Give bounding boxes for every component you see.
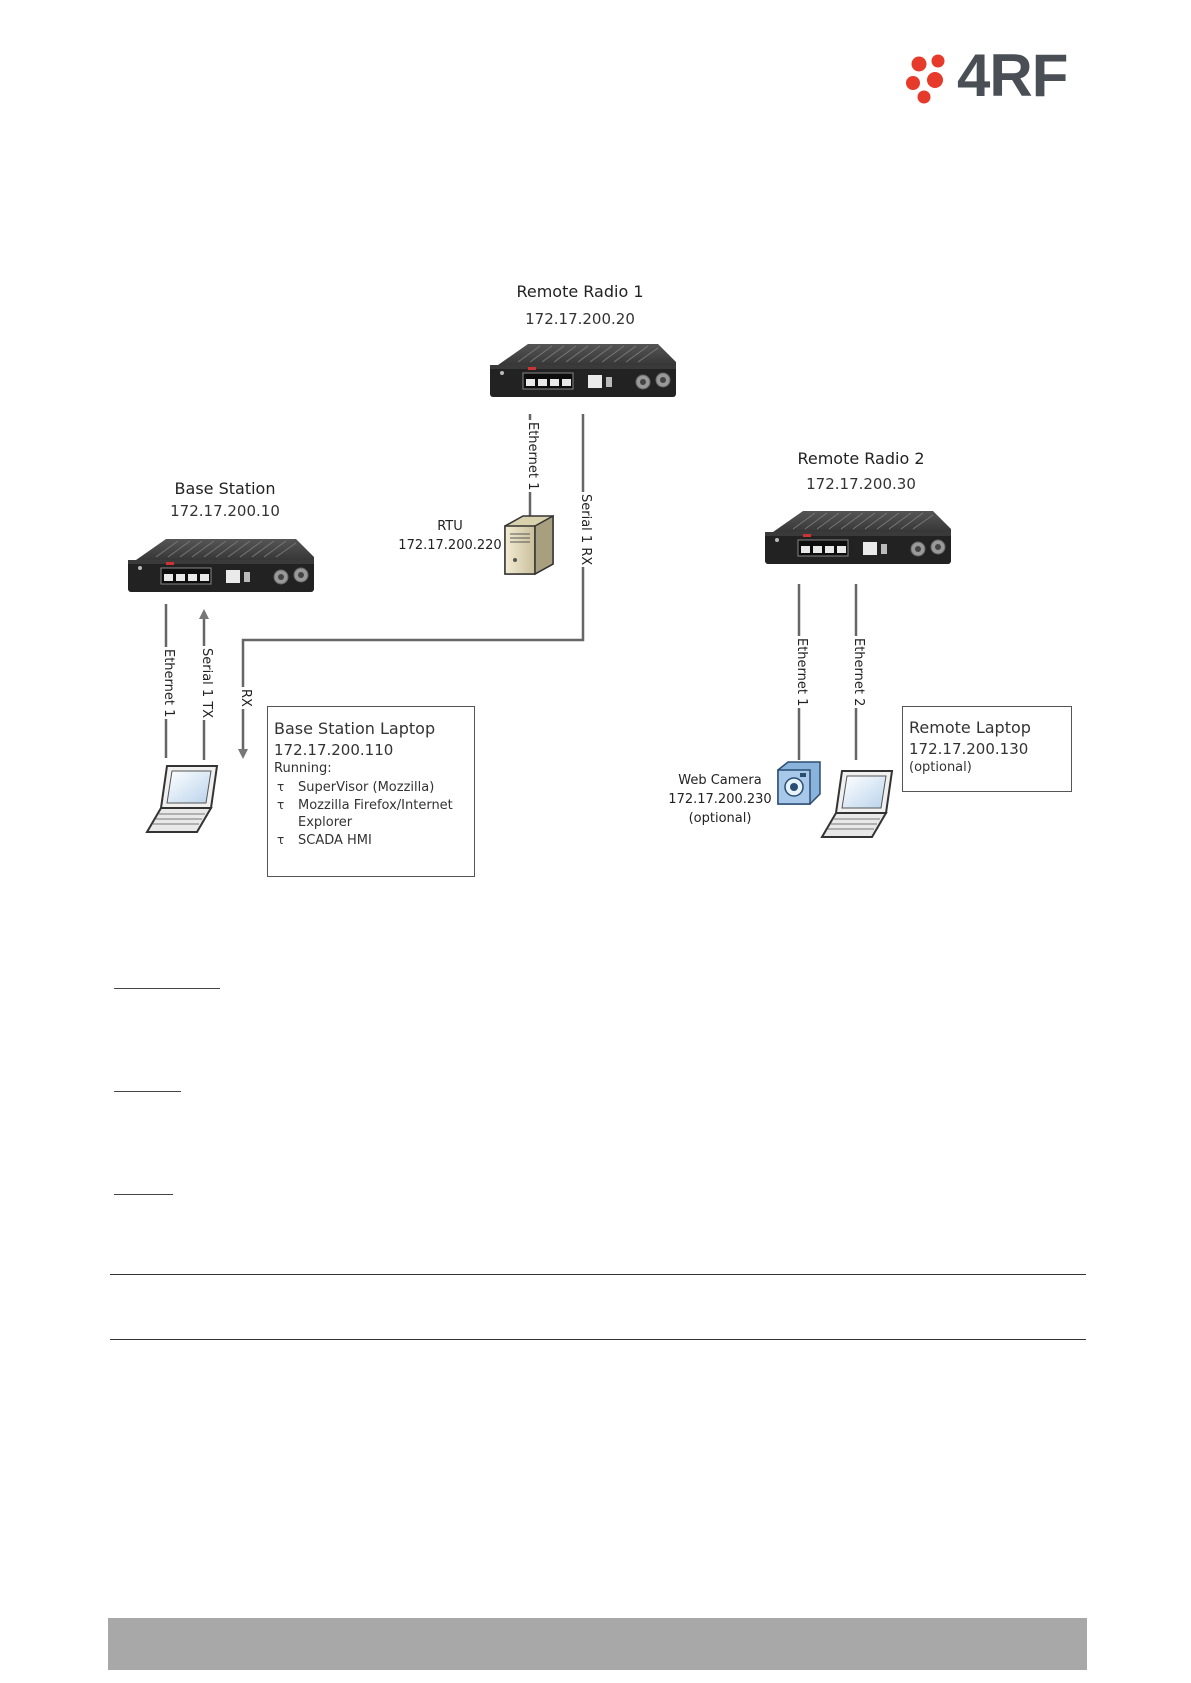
base-station-name: Base Station	[174, 479, 276, 498]
base-station-device	[127, 538, 315, 593]
remote-radio-2-device	[764, 510, 952, 565]
note-rule-bottom	[110, 1339, 1086, 1340]
logo-dots-icon	[906, 54, 945, 104]
rtu-name: RTU	[437, 519, 463, 534]
base-station-laptop-icon	[146, 765, 218, 833]
remote-radio-1-device	[489, 343, 677, 398]
bs-ethernet-label: Ethernet 1	[161, 647, 176, 720]
remote-radio-1-name: Remote Radio 1	[516, 282, 644, 301]
base-station-ip: 172.17.200.10	[170, 502, 280, 520]
rtu-server-icon	[504, 514, 554, 576]
rr1-serial-label: Serial 1 RX	[578, 492, 593, 568]
rr2-ethernet1-label: Ethernet 1	[794, 636, 809, 709]
list-item: SuperVisor (Mozzilla)	[274, 779, 466, 797]
base-laptop-title: Base Station Laptop	[274, 719, 436, 738]
logo-wordmark: 4RF	[957, 42, 1068, 109]
list-item: Mozzilla Firefox/Internet Explorer	[274, 797, 468, 832]
heading-underline-3	[114, 1194, 173, 1195]
web-camera-ip: 172.17.200.230	[668, 792, 772, 807]
page-footer-bar	[108, 1618, 1087, 1670]
remote-laptop-note: (optional)	[909, 759, 972, 775]
bs-rx-label: RX	[238, 687, 253, 709]
remote-radio-2-ip: 172.17.200.30	[806, 475, 916, 493]
base-laptop-software-list: SuperVisor (Mozzilla) Mozzilla Firefox/I…	[274, 779, 466, 849]
base-laptop-ip: 172.17.200.110	[274, 740, 394, 759]
rr2-ethernet2-label: Ethernet 2	[851, 636, 866, 709]
web-camera-name: Web Camera	[678, 773, 762, 788]
heading-underline-1	[114, 988, 220, 989]
remote-radio-2-name: Remote Radio 2	[797, 449, 925, 468]
list-item: SCADA HMI	[274, 832, 466, 850]
remote-laptop-icon	[821, 770, 893, 838]
bs-serial-tx-label: Serial 1 TX	[199, 646, 214, 721]
rtu-ip: 172.17.200.220	[398, 538, 502, 553]
base-laptop-running-label: Running:	[274, 760, 332, 776]
web-camera-icon	[777, 761, 821, 805]
remote-laptop-box: Remote Laptop 172.17.200.130 (optional)	[902, 706, 1072, 792]
web-camera-note: (optional)	[688, 811, 752, 826]
company-logo: 4RF	[905, 46, 1080, 108]
base-station-laptop-box: Base Station Laptop 172.17.200.110 Runni…	[267, 706, 475, 877]
heading-underline-2	[114, 1091, 181, 1092]
note-rule-top	[110, 1274, 1086, 1275]
remote-laptop-title: Remote Laptop	[909, 718, 1031, 737]
remote-laptop-ip: 172.17.200.130	[909, 739, 1029, 758]
rr1-ethernet-label: Ethernet 1	[525, 420, 540, 493]
remote-radio-1-ip: 172.17.200.20	[525, 310, 635, 328]
